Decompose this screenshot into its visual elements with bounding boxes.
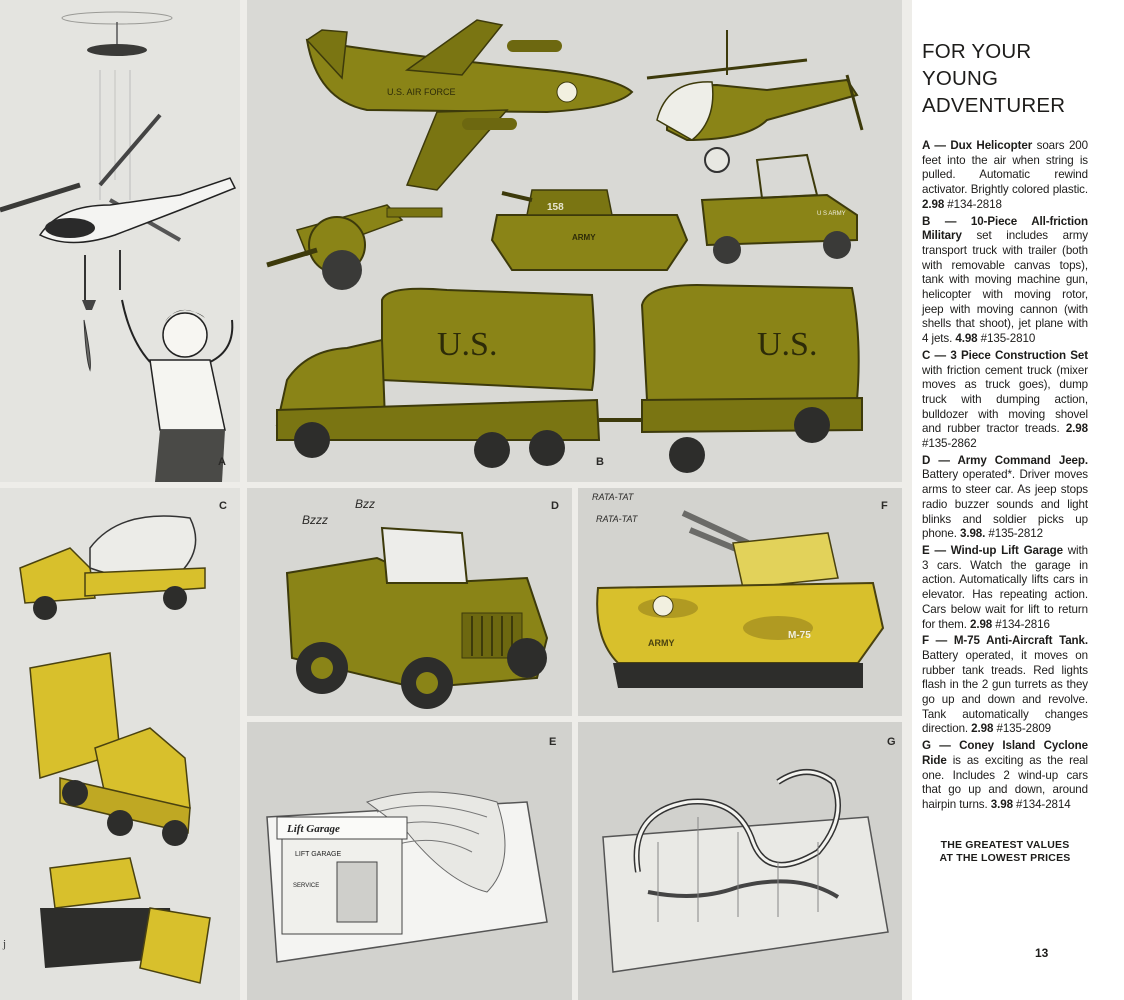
item-a-description: A — Dux Helicopter soars 200 feet into t… xyxy=(922,139,1088,213)
panel-lift-garage: Lift Garage LIFT GARAGE SERVICE E xyxy=(247,722,572,1000)
toy-helicopter-illustration xyxy=(646,30,864,173)
item-a-name: A — Dux Helicopter xyxy=(922,139,1033,152)
helicopter-illustration xyxy=(0,11,237,482)
panel-construction-set: C xyxy=(0,488,240,1000)
command-jeep-illustration: Bzzz Bzz xyxy=(285,497,549,709)
item-a-price: 2.98 xyxy=(922,197,945,211)
item-f-catalog: #135-2809 xyxy=(993,722,1052,736)
page-number: 13 xyxy=(1035,946,1049,960)
item-e-description: E — Wind-up Lift Garage with 3 cars. Wat… xyxy=(922,544,1088,632)
item-c-name: C — 3 Piece Construction Set xyxy=(922,348,1088,362)
panel-command-jeep: Bzzz Bzz D xyxy=(247,488,572,716)
svg-text:Lift Garage: Lift Garage xyxy=(286,823,340,835)
headline-line-1: FOR YOUR xyxy=(922,40,1032,63)
item-e-price: 2.98 xyxy=(969,617,993,631)
item-b-text: set includes army transport truck with t… xyxy=(922,229,1088,346)
item-g-text: is as exciting as the real one. Includes… xyxy=(922,753,1088,811)
headline-line-3: ADVENTURER xyxy=(922,94,1066,117)
item-e-name: E — Wind-up Lift Garage xyxy=(922,543,1063,557)
item-f-text: Battery operated, it moves on rubber tan… xyxy=(922,648,1088,736)
item-a-catalog: #134-2818 xyxy=(944,197,1002,211)
item-d-description: D — Army Command Jeep. Battery operated*… xyxy=(922,454,1088,542)
item-e-text: with 3 cars. Watch the garage in action.… xyxy=(922,543,1088,631)
panel-letter-a: A xyxy=(218,456,226,468)
panel-letter-b: B xyxy=(596,456,604,468)
item-d-name: D — Army Command Jeep. xyxy=(922,453,1088,467)
item-e-catalog: #134-2816 xyxy=(992,617,1050,631)
item-b-name: B — 10-Piece All-friction Military xyxy=(922,214,1088,243)
panel-letter-f: F xyxy=(881,500,888,512)
corner-mark: j xyxy=(3,938,7,950)
truck-illustration: U.S. xyxy=(275,287,601,468)
item-f-price: 2.98 xyxy=(971,722,994,736)
anti-aircraft-tank-illustration: RATA-TAT RATA-TAT ARMY M-75 xyxy=(592,492,885,688)
page-headline: FOR YOUR YOUNG ADVENTURER xyxy=(922,38,1088,119)
svg-text:Bzz: Bzz xyxy=(355,497,375,511)
item-g-price: 3.98 xyxy=(990,797,1013,811)
item-c-catalog: #135-2862 xyxy=(922,437,977,451)
panel-letter-d: D xyxy=(551,500,559,512)
cyclone-ride-illustration xyxy=(602,769,889,973)
tank-illustration: 158 ARMY xyxy=(490,189,689,271)
bulldozer-illustration xyxy=(40,857,211,984)
item-g-description: G — Coney Island Cyclone Ride is as exci… xyxy=(922,739,1088,813)
svg-text:LIFT GARAGE: LIFT GARAGE xyxy=(295,851,341,858)
item-d-catalog: #135-2812 xyxy=(985,527,1043,541)
cannon-illustration xyxy=(266,204,443,290)
svg-text:U S ARMY: U S ARMY xyxy=(817,211,846,217)
jet-plane-illustration: U.S. AIR FORCE xyxy=(305,19,634,191)
svg-text:ARMY: ARMY xyxy=(572,233,596,242)
item-f-description: F — M-75 Anti-Aircraft Tank. Battery ope… xyxy=(922,634,1088,737)
svg-text:U.S.: U.S. xyxy=(757,326,817,363)
svg-text:Bzzz: Bzzz xyxy=(302,513,328,527)
item-c-description: C — 3 Piece Construction Set with fricti… xyxy=(922,349,1088,452)
lift-garage-illustration: Lift Garage LIFT GARAGE SERVICE xyxy=(266,791,548,963)
tagline: THE GREATEST VALUES AT THE LOWEST PRICES xyxy=(922,839,1088,865)
item-d-price: 3.98. xyxy=(959,527,986,541)
panel-letter-c: C xyxy=(219,500,227,512)
svg-text:RATA-TAT: RATA-TAT xyxy=(596,514,639,524)
panel-cyclone-ride: G xyxy=(578,722,902,1000)
panel-anti-aircraft-tank: RATA-TAT RATA-TAT ARMY M-75 F xyxy=(578,488,902,716)
panel-letter-e: E xyxy=(549,736,557,748)
svg-text:RATA-TAT: RATA-TAT xyxy=(592,492,635,502)
headline-line-2: YOUNG xyxy=(922,67,999,90)
dump-truck-illustration xyxy=(29,652,191,846)
svg-text:U.S. AIR FORCE: U.S. AIR FORCE xyxy=(387,87,456,97)
item-c-price: 2.98 xyxy=(1065,422,1088,436)
item-a-text: soars 200 feet into the air when string … xyxy=(922,139,1089,197)
trailer-illustration: U.S. xyxy=(599,283,863,473)
item-g-catalog: #134-2814 xyxy=(1012,797,1071,811)
svg-text:ARMY: ARMY xyxy=(648,638,675,648)
item-g-name: G — Coney Island Cyclone Ride xyxy=(922,739,1088,767)
item-d-text: Battery operated*. Driver moves arms to … xyxy=(922,468,1088,541)
tagline-line-1: THE GREATEST VALUES xyxy=(940,838,1070,851)
item-b-price: 4.98 xyxy=(955,332,978,346)
svg-text:M-75: M-75 xyxy=(788,630,811,641)
tagline-line-2: AT THE LOWEST PRICES xyxy=(939,851,1071,864)
svg-text:U.S.: U.S. xyxy=(437,326,497,363)
item-b-description: B — 10-Piece All-friction Military set i… xyxy=(922,215,1088,347)
panel-helicopter: A xyxy=(0,0,240,482)
military-set-illustration: U.S. AIR FORCE 158 ARMY xyxy=(266,19,864,473)
item-b-catalog: #135-2810 xyxy=(977,332,1036,346)
description-column: FOR YOUR YOUNG ADVENTURER A — Dux Helico… xyxy=(912,0,1124,1000)
construction-set-illustration xyxy=(19,515,211,984)
jeep-illustration: U S ARMY xyxy=(700,153,858,264)
item-f-name: F — M-75 Anti-Aircraft Tank. xyxy=(922,634,1088,648)
svg-text:SERVICE: SERVICE xyxy=(293,883,319,889)
svg-text:158: 158 xyxy=(547,202,564,213)
panel-military-set: U.S. AIR FORCE 158 ARMY xyxy=(247,0,902,482)
panel-letter-g: G xyxy=(887,736,896,748)
cement-truck-illustration xyxy=(19,515,206,620)
item-c-text: with friction cement truck (mixer moves … xyxy=(922,363,1088,436)
